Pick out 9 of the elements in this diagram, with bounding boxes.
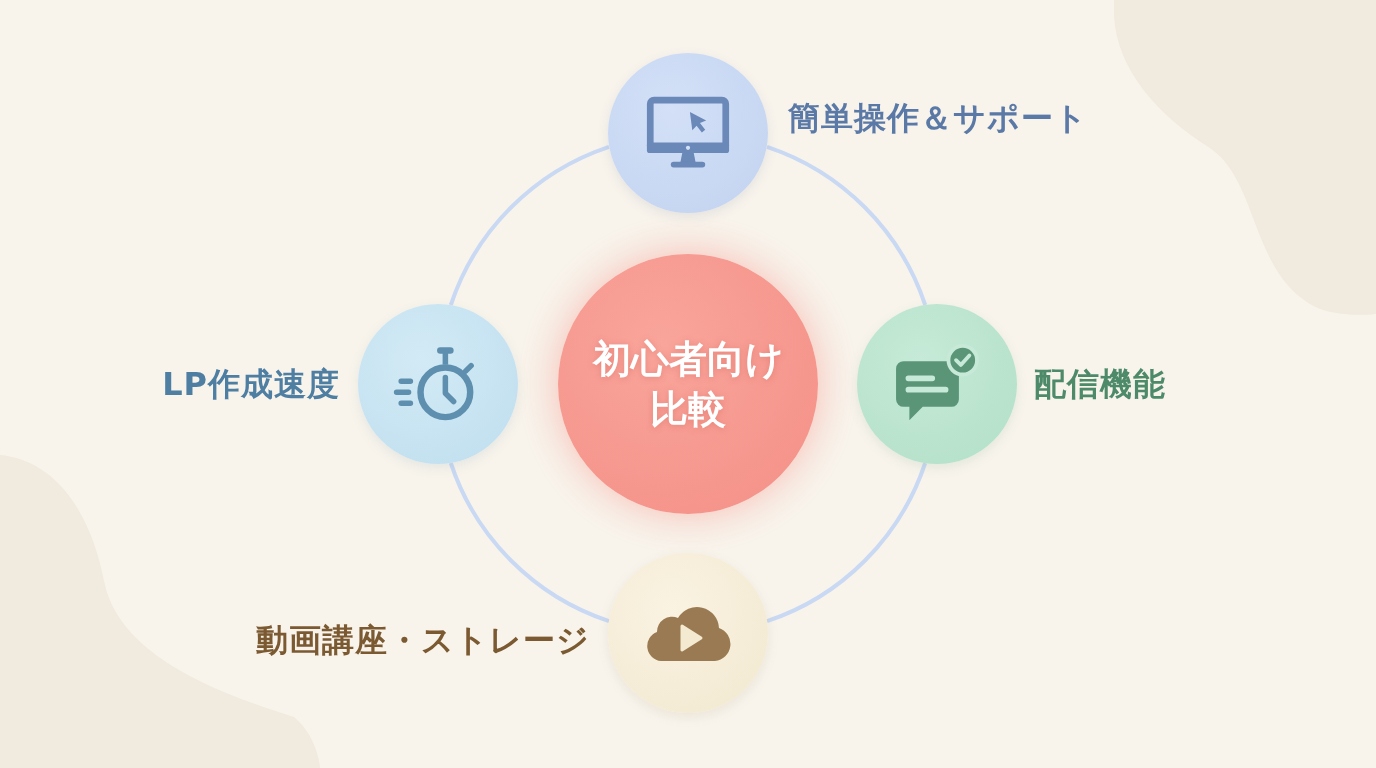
feature-label: 動画講座・ストレージ — [256, 620, 590, 661]
feature-label: 簡単操作＆サポート — [788, 98, 1088, 139]
connector-arc — [766, 144, 928, 306]
connector-arc — [448, 462, 610, 624]
connector-arc — [766, 462, 928, 624]
center-title: 初心者向け比較 — [591, 336, 785, 433]
feature-label: LP作成速度 — [162, 364, 340, 405]
connector-arc — [448, 144, 610, 306]
feature-label: 配信機能 — [1034, 364, 1166, 405]
